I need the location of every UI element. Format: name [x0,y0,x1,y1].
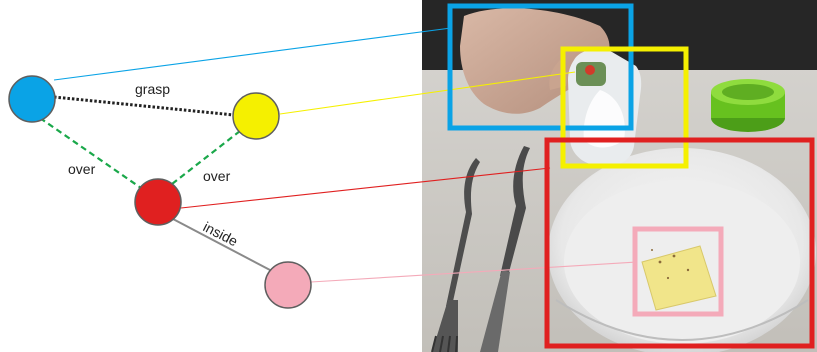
graph-nodes [8,75,312,309]
edge-over-bottle-bowl [171,130,241,185]
connector-lines [53,27,638,283]
edge-over-hand-bowl [39,117,142,189]
edge-label-over-right: over [203,168,231,184]
edge-label-over-left: over [68,161,96,177]
food-bounding-box [632,226,724,317]
edge-inside [172,218,271,271]
knife-object [480,146,530,352]
food-connector [310,261,638,283]
bowl-bounding-box [544,137,815,349]
bowl-object [548,148,816,352]
bottle-object [568,49,642,166]
green-lid [711,79,785,132]
bowl-node [134,178,182,226]
edge-label-grasp: grasp [135,81,170,97]
scene-photo [422,0,817,352]
hand-connector [53,27,452,81]
food-node [264,261,312,309]
edge-grasp [53,95,235,117]
bottle-node [232,92,280,140]
bowl-connector [180,167,551,209]
bottle-connector [279,71,576,115]
bounding-boxes [447,3,815,349]
hand-bounding-box [447,3,634,131]
fork-object [431,158,480,352]
bottle-bounding-box [560,46,689,169]
hand-node [8,75,56,123]
food-object [641,245,717,311]
graph-edges [39,95,271,271]
